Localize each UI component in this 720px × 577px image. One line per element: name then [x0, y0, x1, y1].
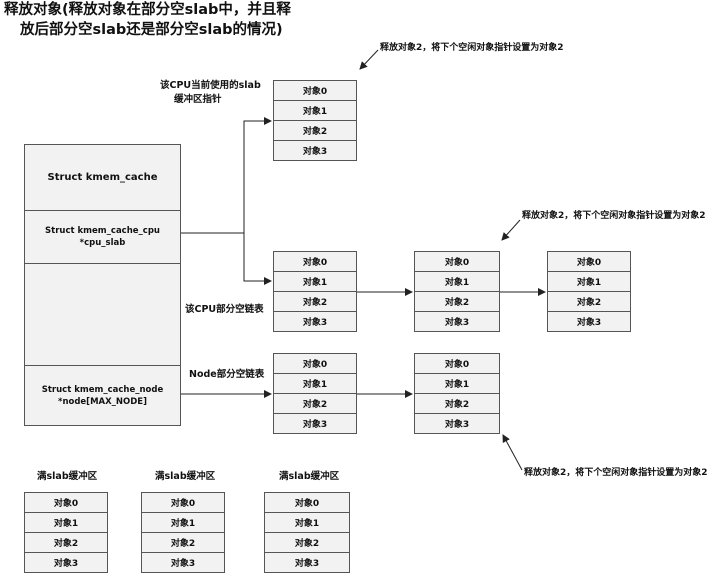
object-cell-3: 对象3	[414, 311, 500, 332]
cpu-slab-to-current-arrow	[181, 117, 272, 234]
object-cell-3: 对象3	[273, 140, 357, 161]
object-cell-3: 对象3	[414, 413, 500, 434]
object-cell-3: 对象3	[24, 552, 108, 573]
annotation-middle: 释放对象2，将下个空闲对象指针设置为对象2	[522, 211, 706, 221]
annotation-top: 释放对象2，将下个空闲对象指针设置为对象2	[380, 43, 564, 53]
cpu-slab-to-partial-arrow	[243, 233, 272, 285]
kmem-cache-struct: Struct kmem_cache	[24, 144, 181, 211]
node-partial-list-label: Node部分空链表	[189, 369, 265, 380]
full-slab-label-1: 满slab缓冲区	[37, 471, 98, 482]
annotation-middle-pointer	[501, 219, 521, 241]
object-cell-3: 对象3	[547, 311, 631, 332]
kmem-cache-block: Struct kmem_cache Struct kmem_cache_cpu …	[24, 144, 181, 426]
object-cell-3: 对象3	[264, 552, 350, 573]
page-title: 释放对象(释放对象在部分空slab中，并且释 放后部分空slab还是部分空sla…	[4, 0, 304, 40]
title-line-2: 放后部分空slab还是部分空slab的情况)	[20, 22, 283, 38]
annotation-top-pointer	[359, 49, 379, 70]
object-cell-3: 对象3	[273, 413, 357, 434]
kmem-cache-node-field: Struct kmem_cache_node *node[MAX_NODE]	[24, 365, 181, 426]
kmem-cache-cpu-slab-field: Struct kmem_cache_cpu *cpu_slab	[24, 210, 181, 264]
cpu-partial-list-label: 该CPU部分空链表	[185, 304, 264, 315]
kmem-cache-empty-section	[24, 263, 181, 366]
full-slab-label-2: 满slab缓冲区	[155, 471, 216, 482]
annotation-bottom-pointer	[502, 434, 523, 471]
annotation-bottom: 释放对象2，将下个空闲对象指针设置为对象2	[524, 468, 708, 478]
object-cell-3: 对象3	[273, 311, 357, 332]
object-cell-2: 对象2	[264, 532, 350, 553]
full-slab-label-3: 满slab缓冲区	[279, 471, 340, 482]
object-cell-3: 对象3	[141, 552, 225, 573]
title-line-1: 释放对象(释放对象在部分空slab中，并且释	[4, 2, 291, 18]
cpu-current-slab-label: 该CPU当前使用的slab 缓冲区指针	[160, 80, 261, 105]
